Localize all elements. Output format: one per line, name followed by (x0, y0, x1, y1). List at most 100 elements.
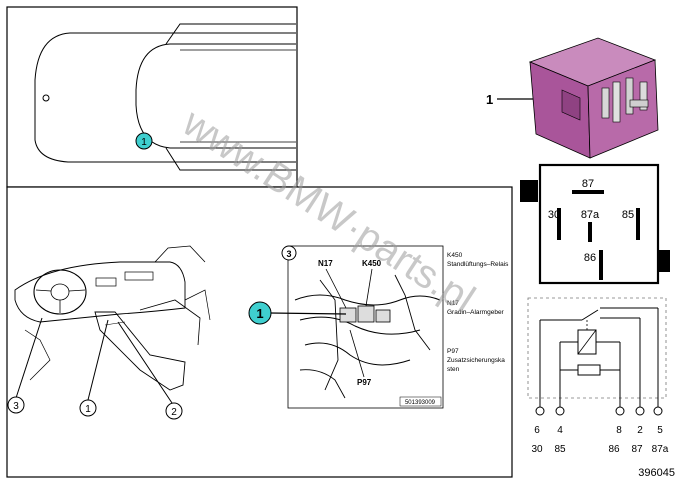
pinout-label-86: 86 (584, 252, 596, 264)
instrument-cluster (124, 271, 154, 281)
pedal-outline (299, 369, 346, 399)
callout-2-circle (165, 402, 183, 420)
terminal-code-87: 87 (631, 444, 643, 455)
terminal-number-1: 6 (534, 425, 540, 436)
callout-3-leader (15, 317, 43, 399)
center-vent (95, 277, 117, 287)
detail-frame (287, 245, 444, 409)
terminal-4 (555, 406, 565, 416)
relay-pin-1 (601, 87, 610, 119)
fuse-box-p97 (375, 309, 391, 323)
callout-2-label: 2 (171, 407, 177, 418)
shifter-base (104, 321, 126, 326)
harness-line-3 (304, 342, 411, 366)
relay-pin-4 (639, 81, 648, 111)
detail-callout-1-circle (248, 301, 272, 325)
switch-blade (581, 309, 599, 321)
schematic-dashed-frame (527, 297, 667, 399)
terminal-code-85: 85 (554, 444, 566, 455)
terminal-code-87a: 87a (652, 444, 669, 455)
leader-k450 (365, 268, 373, 307)
relay-socket-n17 (339, 307, 357, 323)
callout-1-circle (79, 399, 97, 417)
footwell-outline (24, 329, 51, 381)
terminal-6 (535, 406, 545, 416)
car-body-outline (34, 32, 296, 163)
relay-pin-3 (625, 77, 634, 115)
label-p97: P97 (357, 378, 372, 387)
legend-k450-code: K450 (447, 252, 463, 259)
terminal-5 (653, 406, 663, 416)
car-top-view-panel: 1 (6, 6, 298, 188)
pin-86-blade (599, 250, 603, 280)
relay-schematic: 6 4 8 2 5 30 85 86 87 87a (527, 297, 669, 455)
pin-87a-blade (588, 222, 592, 242)
terminal-number-2: 4 (557, 425, 563, 436)
detail-view-panel: 3 N17 K450 P97 501393009 1 K450 Standlüf… (248, 245, 509, 409)
terminal-8 (615, 406, 625, 416)
car-mirror-bottom (165, 147, 296, 171)
detail-code-box (399, 396, 442, 407)
legend-p97-code: P97 (447, 348, 459, 355)
terminal-code-30: 30 (531, 444, 543, 455)
suppression-resistor (577, 364, 601, 376)
callout-1-label: 1 (85, 404, 91, 415)
callout-3-label: 3 (13, 401, 19, 412)
terminal-number-4: 2 (637, 425, 643, 436)
pinout-label-87: 87 (582, 178, 594, 190)
steering-spoke-left (35, 289, 52, 292)
dashboard-outline (14, 261, 186, 323)
callout-1-leader (87, 319, 109, 401)
detail-code: 501393009 (405, 400, 436, 406)
pinout-label-85: 85 (622, 209, 634, 221)
pin-30-blade (557, 208, 561, 240)
steering-spoke-right (68, 289, 86, 292)
center-console (94, 311, 186, 391)
harness-line-5 (394, 274, 431, 351)
label-n17: N17 (318, 259, 333, 268)
pinout-label-87a: 87a (581, 209, 600, 221)
pin-85-blade (636, 208, 640, 240)
legend-n17-code: N17 (447, 300, 459, 307)
callout-2-leader (117, 321, 173, 404)
detail-callout-1-label: 1 (256, 306, 263, 321)
leader-n17 (325, 268, 347, 309)
relay-mount-tab (561, 89, 581, 121)
relay-callout-label: 1 (486, 92, 493, 107)
callout-3-circle (7, 396, 25, 414)
terminal-number-5: 5 (657, 425, 663, 436)
harness-line-1 (294, 294, 441, 306)
relay-socket-k450 (357, 305, 375, 323)
relay-pin-layout: 87 30 87a 85 86 (520, 163, 670, 285)
legend-p97-text-2: sten (447, 366, 460, 373)
car-mirror-top (165, 23, 296, 45)
car-location-marker-label: 1 (141, 137, 147, 148)
pin-87-blade (572, 190, 604, 194)
pinout-right-notch (656, 250, 670, 272)
fuel-cap-icon (42, 94, 50, 102)
terminal-code-86: 86 (608, 444, 620, 455)
pinout-left-notch (520, 180, 538, 202)
relay-pin-5 (629, 99, 649, 108)
car-windshield-outline (135, 43, 296, 149)
harness-line-4 (319, 279, 339, 391)
detail-callout-1-leader (269, 312, 347, 315)
harness-line-2 (299, 316, 421, 335)
leader-p97 (349, 329, 365, 378)
windshield-edge (154, 245, 206, 263)
terminal-number-3: 8 (616, 425, 622, 436)
relay-illustration: 1 (486, 37, 659, 159)
figure-number: 396045 (638, 467, 675, 479)
label-k450: K450 (362, 259, 382, 268)
detail-callout-3-label: 3 (286, 249, 291, 259)
detail-callout-3-circle (281, 245, 297, 261)
coil-diagonal (577, 329, 597, 355)
steering-wheel (33, 269, 87, 315)
legend-n17-text: Gradin–Alarmgeber (447, 309, 505, 316)
legend-p97-text: Zusatzsicherungska (447, 357, 505, 364)
seat-outline (139, 299, 201, 346)
car-location-marker (135, 132, 153, 150)
relay-pin-2 (612, 81, 621, 123)
legend-k450-text: Standlüftungs–Relais (447, 261, 509, 268)
